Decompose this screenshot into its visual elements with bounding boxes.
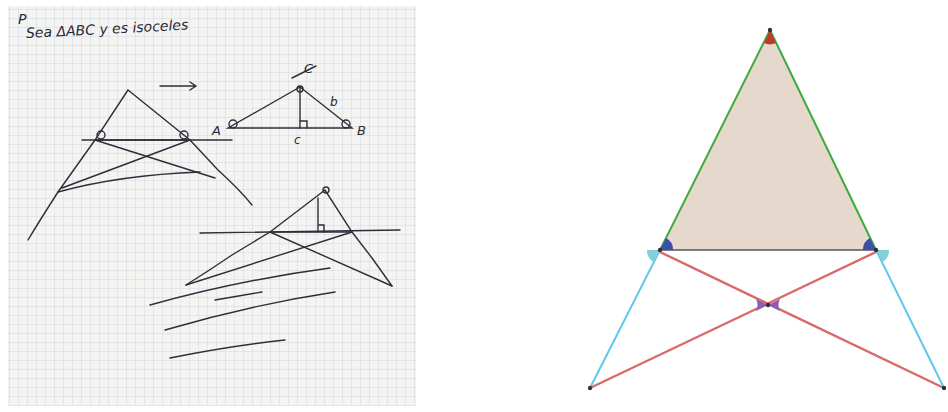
handwritten-label: A [212, 124, 221, 138]
blue-extension [876, 250, 944, 388]
handwritten-label: c [294, 134, 301, 147]
green-side [660, 30, 770, 250]
green-side [770, 30, 876, 250]
grid-lines [8, 6, 416, 406]
red-segment [590, 252, 876, 388]
handwritten-label: C [304, 62, 313, 76]
base-angle [863, 238, 876, 250]
handwritten-label: B [357, 124, 366, 138]
geometry-figure [588, 28, 946, 390]
blue-extension [590, 250, 660, 388]
base-angle [660, 238, 673, 250]
handwritten-label: P [18, 12, 26, 27]
paper-sheet [8, 6, 416, 406]
exterior-angle [647, 250, 660, 262]
pencil-sketch [28, 66, 400, 358]
exterior-angle [876, 250, 889, 262]
red-segment [660, 252, 944, 388]
triangle-fill [660, 30, 876, 250]
handwritten-label: b [330, 96, 338, 109]
points [588, 28, 946, 390]
base-segment [660, 249, 876, 251]
